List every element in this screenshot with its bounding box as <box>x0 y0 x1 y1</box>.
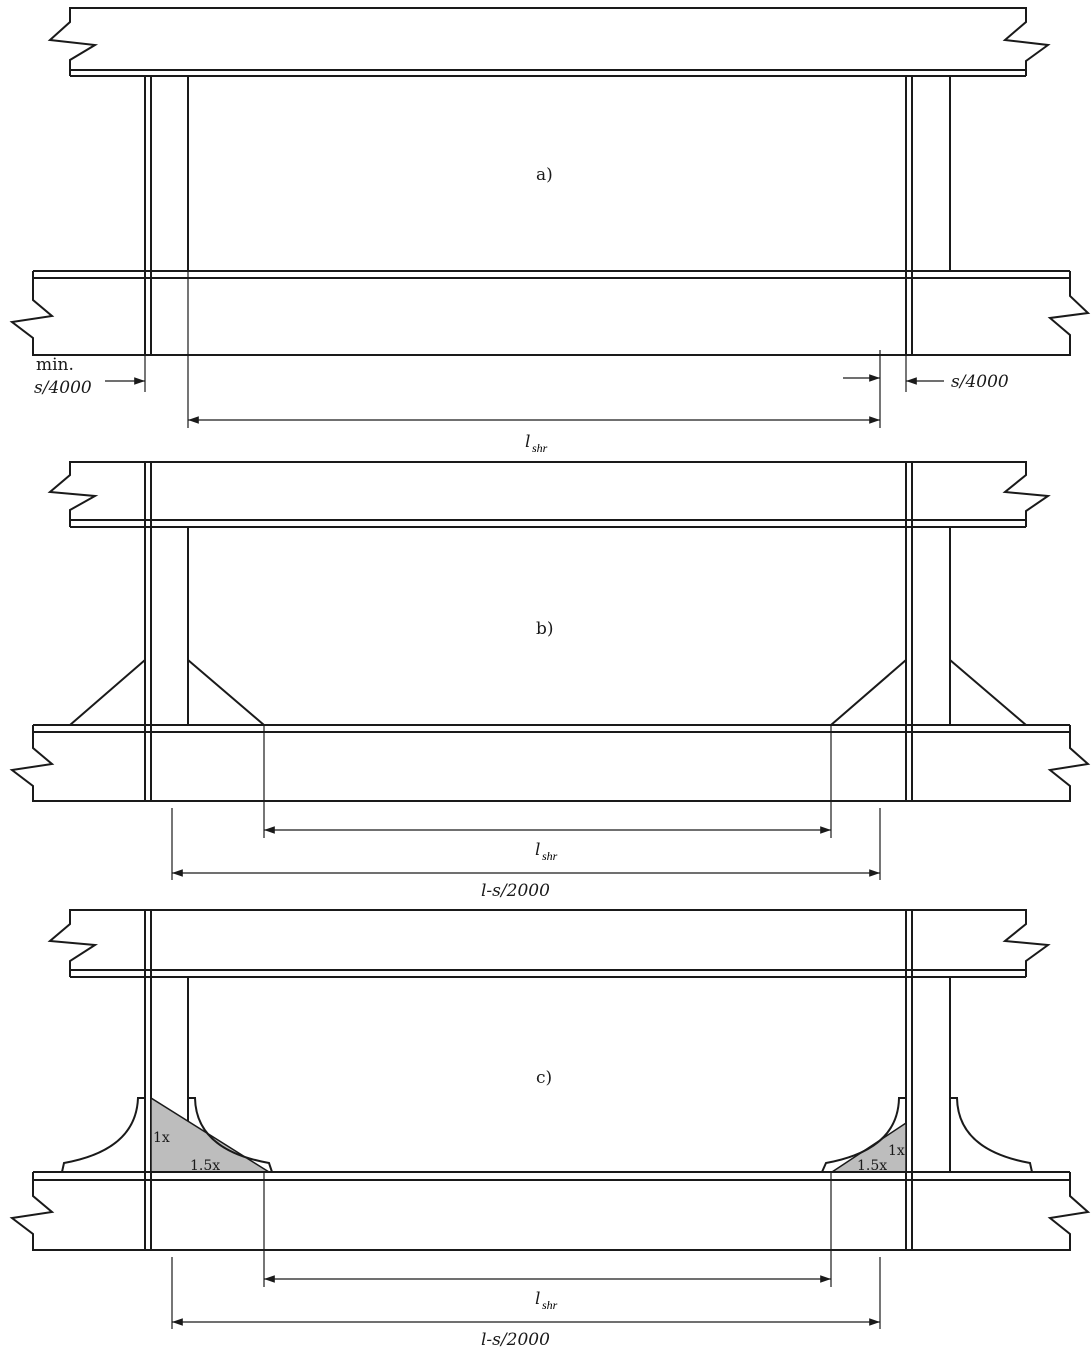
bottom-beam-a <box>9 270 1091 356</box>
panel-label-b: b) <box>536 619 554 639</box>
panel-c: c) 1x 1.5x 1x 1.5x l shr l-s/2000 <box>9 909 1091 1350</box>
curved-haunches-c <box>61 1097 1033 1173</box>
svg-text:shr: shr <box>542 1298 558 1312</box>
l-minus-label-b: l-s/2000 <box>481 881 550 901</box>
svg-text:l: l <box>535 1289 540 1309</box>
panel-label-c: c) <box>536 1068 552 1088</box>
svg-text:shr: shr <box>542 849 558 863</box>
lshr-label-b: l shr <box>535 840 558 863</box>
lshr-label-c: l shr <box>535 1289 558 1312</box>
s-4000-right-label: s/4000 <box>951 372 1009 392</box>
svg-text:shr: shr <box>532 441 548 455</box>
bottom-beam-b <box>9 724 1091 802</box>
panel-a: a) min. s/4000 s/4000 l shr <box>9 7 1091 455</box>
right-column-c <box>905 910 951 1250</box>
svg-text:l: l <box>525 432 530 452</box>
ratio-1x-left: 1x <box>153 1130 170 1146</box>
top-beam-c <box>47 909 1051 978</box>
panel-b: b) l shr l-s/2000 <box>9 461 1091 901</box>
right-column-a <box>905 76 951 356</box>
left-column-a <box>144 76 189 356</box>
top-beam-a <box>47 7 1051 77</box>
svg-text:l: l <box>535 840 540 860</box>
min-label: min. <box>36 355 74 375</box>
top-beam-b <box>47 461 1051 528</box>
left-column-c <box>144 910 189 1250</box>
ratio-1x-right: 1x <box>888 1143 905 1159</box>
right-column-b <box>905 462 951 801</box>
ratio-15x-left: 1.5x <box>190 1158 220 1174</box>
knee-braces-b <box>69 659 1027 726</box>
bottom-beam-c <box>9 1171 1091 1251</box>
ratio-15x-right: 1.5x <box>857 1158 887 1174</box>
s-4000-left-label: s/4000 <box>34 378 92 398</box>
lshr-label-a: l shr <box>525 432 548 455</box>
l-minus-label-c: l-s/2000 <box>481 1330 550 1350</box>
left-column-b <box>144 462 189 801</box>
panel-label-a: a) <box>536 165 553 185</box>
